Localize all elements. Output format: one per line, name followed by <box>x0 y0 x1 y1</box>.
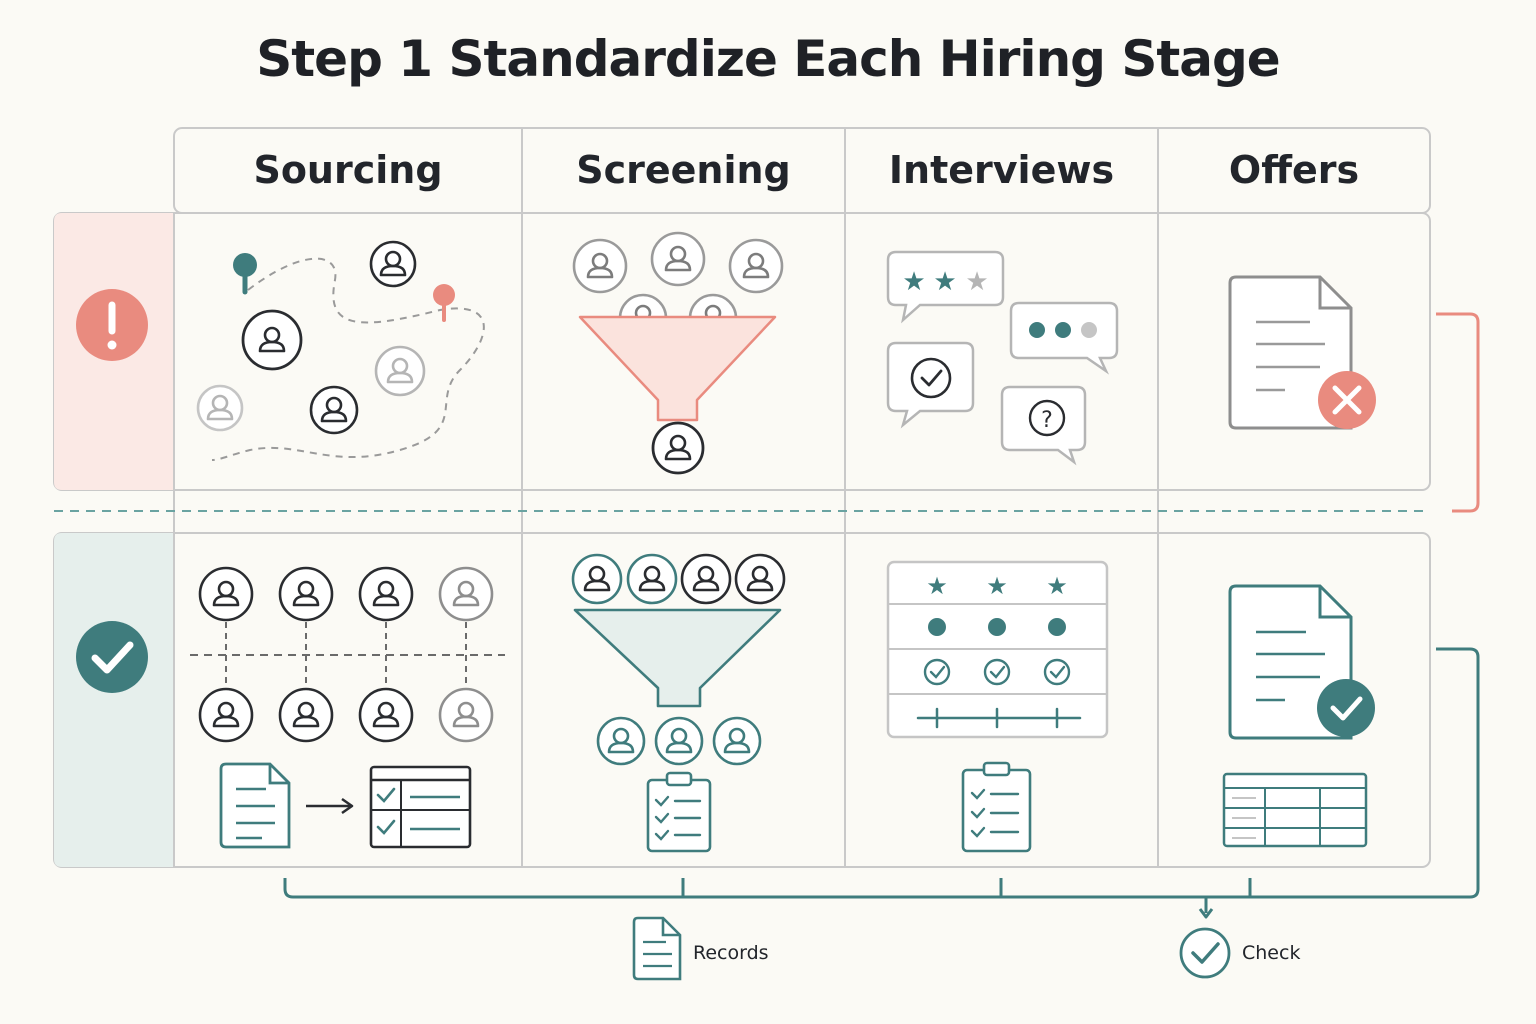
check-circle-icon <box>1043 658 1071 686</box>
problem-bracket <box>1436 312 1480 513</box>
check-icon <box>1317 679 1375 737</box>
standard-bracket <box>1436 647 1480 899</box>
interviews-scorecard: ★ ★ ★ <box>886 560 1109 853</box>
check-circle-icon <box>983 658 1011 686</box>
check-icon <box>76 621 148 693</box>
map-pin-icon <box>433 284 455 322</box>
document-icon <box>219 762 291 849</box>
rating-scale-icon <box>916 707 1082 729</box>
dot-icon <box>1055 322 1071 338</box>
arrow-right-icon <box>306 797 354 815</box>
clipboard-icon <box>646 771 712 853</box>
map-pin-icon <box>233 253 257 295</box>
stage-header-screening: Screening <box>576 148 791 192</box>
page-title: Step 1 Standardize Each Hiring Stage <box>256 30 1280 88</box>
offers-approved-document <box>1222 584 1375 848</box>
dot-icon <box>928 618 946 636</box>
check-label: Check <box>1242 942 1301 964</box>
sourcing-scattered-candidates <box>196 240 485 461</box>
records-icon <box>632 916 682 981</box>
dot-icon <box>1048 618 1066 636</box>
check-circle-icon <box>1179 927 1231 979</box>
screening-leaky-funnel <box>572 231 784 475</box>
check-circle-icon <box>923 658 951 686</box>
dot-icon <box>988 618 1006 636</box>
star-icon: ★ <box>902 267 925 297</box>
clipboard-icon <box>961 761 1032 853</box>
records-label: Records <box>693 942 769 964</box>
alert-icon <box>76 289 148 361</box>
dot-icon <box>1029 322 1045 338</box>
star-icon: ★ <box>965 267 988 297</box>
output-connector <box>283 878 1440 919</box>
speech-bubble-icon <box>886 250 1005 324</box>
funnel-icon <box>578 315 777 422</box>
stage-header-interviews: Interviews <box>888 148 1115 192</box>
offers-rejected-document <box>1228 275 1376 430</box>
check-circle-icon <box>910 357 952 399</box>
funnel-icon <box>573 608 782 708</box>
star-icon: ★ <box>986 572 1008 600</box>
screening-structured-funnel <box>571 553 786 853</box>
star-icon: ★ <box>926 572 948 600</box>
question-icon <box>1028 399 1066 437</box>
svg-text:?: ? <box>1041 408 1053 433</box>
spreadsheet-icon <box>1222 772 1368 848</box>
star-icon: ★ <box>1046 572 1068 600</box>
stage-header-offers: Offers <box>1228 148 1360 192</box>
dot-icon <box>1081 322 1097 338</box>
stage-header-sourcing: Sourcing <box>253 148 443 192</box>
sourcing-structured-candidates <box>190 566 505 849</box>
star-icon: ★ <box>933 267 956 297</box>
standard-row-label-cell <box>54 533 174 867</box>
interviews-inconsistent-feedback: ★ ★ ★ ? <box>886 250 1119 466</box>
checklist-table-icon <box>369 765 472 849</box>
speech-bubble-icon <box>1000 385 1087 466</box>
header-row-frame <box>173 127 1431 214</box>
